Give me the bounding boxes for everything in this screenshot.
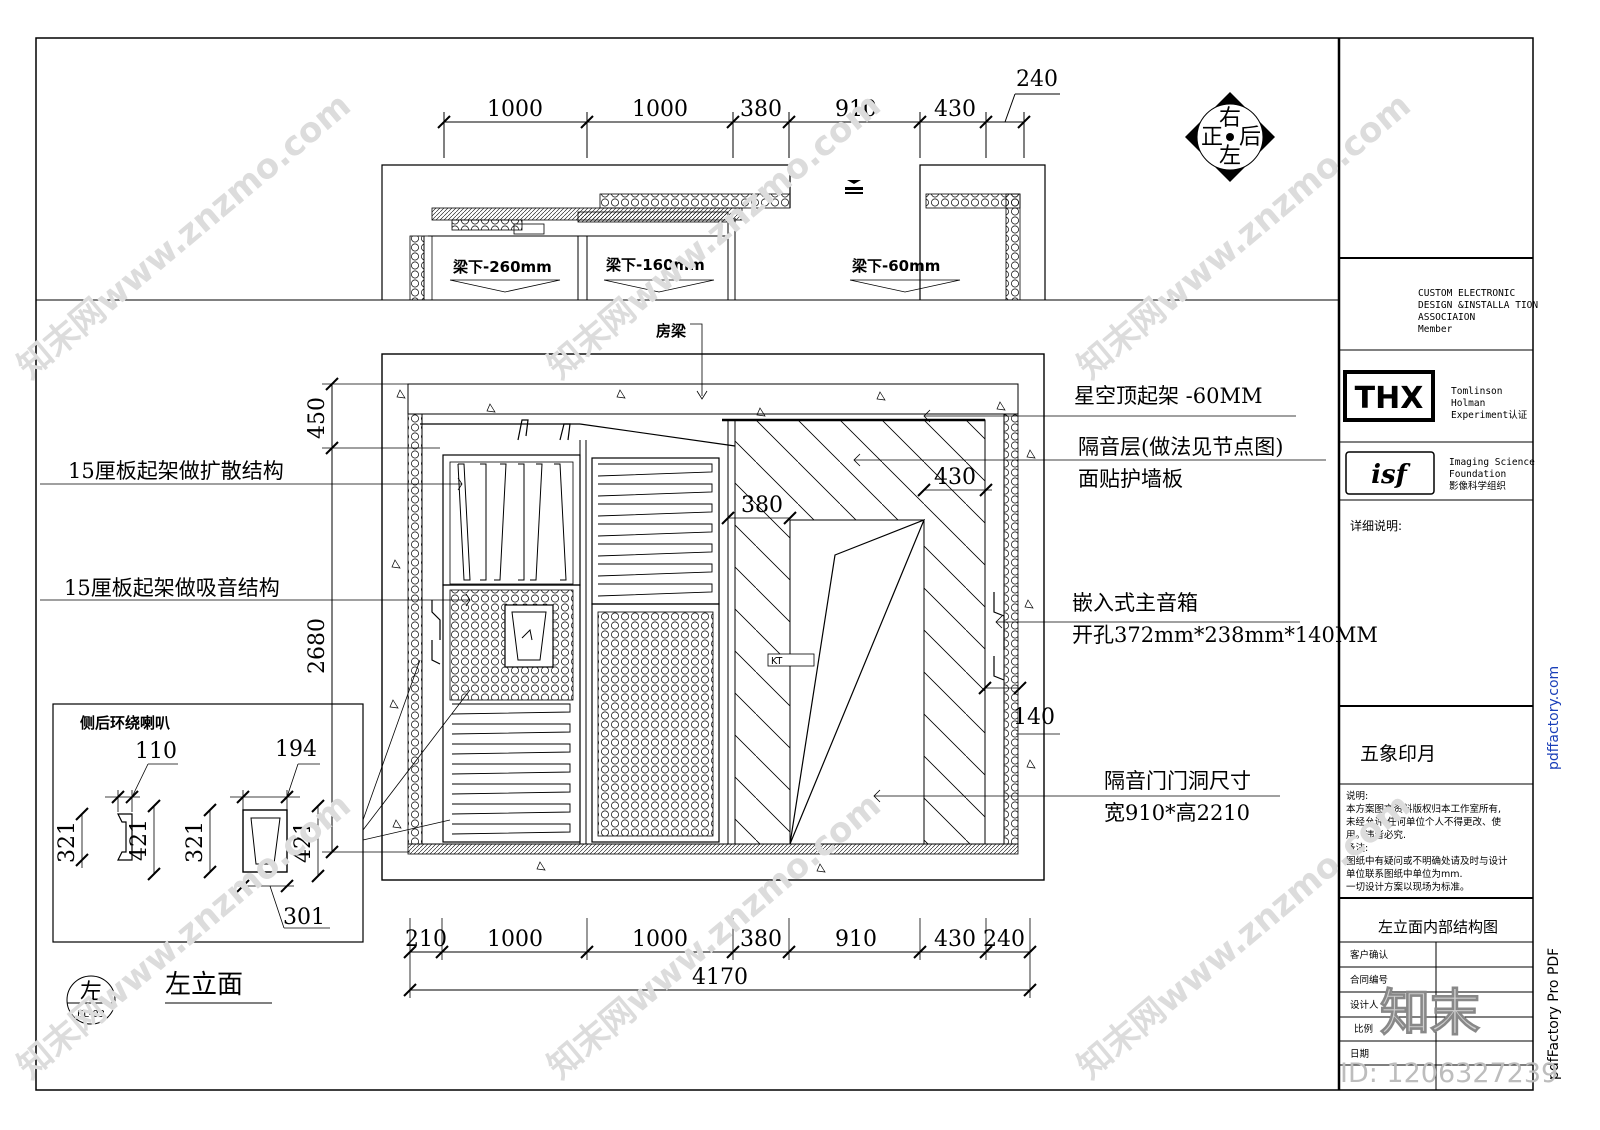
surround-d421a: 421 bbox=[127, 819, 152, 861]
surround-d110: 110 bbox=[135, 739, 177, 764]
note-line-8: 一切设计方案以现场为标准。 bbox=[1346, 881, 1470, 893]
elevation-view: KT 450 2680 380 430 140 房梁 bbox=[40, 322, 1378, 1025]
note-line-3: 未经允许,任何单位个人不得更改、使 bbox=[1346, 816, 1502, 828]
title-block: CUSTOM ELECTRONIC DESIGN &INSTALLA TION … bbox=[1339, 257, 1538, 1090]
callout-speaker-1: 嵌入式主音箱 bbox=[1072, 591, 1198, 615]
note-line-6: 图纸中有疑问或不明确处请及时与设计 bbox=[1346, 855, 1508, 867]
plan-dim-240: 240 bbox=[1016, 67, 1058, 92]
note-line-1: 说明: bbox=[1346, 790, 1368, 802]
dim-450: 450 bbox=[305, 397, 330, 439]
dim-2680: 2680 bbox=[305, 618, 330, 674]
plan-dim-1: 1000 bbox=[487, 97, 543, 122]
callout-insulation-1: 隔音层(做法见节点图) bbox=[1078, 435, 1283, 459]
pdffactory-url: pdffactory.com bbox=[1546, 666, 1562, 770]
drawing-title: 左立面内部结构图 bbox=[1378, 918, 1498, 936]
isf-logo: isf bbox=[1345, 451, 1435, 495]
watermark-6: 知末网www.znzmo.com bbox=[1070, 785, 1419, 1087]
surround-d301: 301 bbox=[283, 905, 325, 930]
callout-door-1: 隔音门门洞尺寸 bbox=[1104, 769, 1251, 793]
dim-140: 140 bbox=[1013, 705, 1055, 730]
beam-label-2: 梁下-160mm bbox=[605, 256, 705, 274]
cedia-line-4: Member bbox=[1418, 324, 1453, 335]
surround-d421b: 421 bbox=[291, 821, 316, 863]
pdffactory-label: pdfFactory Pro PDF bbox=[1546, 948, 1562, 1080]
note-line-5: 备注: bbox=[1346, 842, 1368, 854]
callout-insulation-2: 面贴护墙板 bbox=[1078, 467, 1183, 491]
thx-logo: THX bbox=[1343, 370, 1435, 422]
total-dim: 4170 bbox=[692, 965, 748, 990]
view-tag-top: 左 bbox=[80, 980, 102, 1005]
beam-label-3: 梁下-60mm bbox=[851, 257, 940, 275]
kt-label: KT bbox=[771, 656, 782, 667]
id-text: ID: 1206327239 bbox=[1340, 1058, 1558, 1089]
cedia-line-3: ASSOCIAION bbox=[1418, 312, 1475, 323]
compass-bottom: 左 bbox=[1219, 144, 1241, 169]
bottom-dim-7: 240 bbox=[983, 927, 1025, 952]
callout-absorption: 15厘板起架做吸音结构 bbox=[64, 576, 280, 600]
isf-line-1: Imaging Science bbox=[1449, 457, 1535, 468]
note-line-7: 单位联系图纸中单位为mm. bbox=[1346, 868, 1463, 880]
plan-dim-2: 1000 bbox=[632, 97, 688, 122]
thx-line-1: Tomlinson bbox=[1451, 386, 1502, 397]
view-title: 左立面 bbox=[165, 970, 243, 1000]
beam-label: 房梁 bbox=[656, 322, 687, 340]
brand-logo-icon: 知末 bbox=[1380, 984, 1480, 1042]
callout-speaker-2: 开孔372mm*238mm*140MM bbox=[1072, 623, 1378, 647]
bottom-dim-4: 380 bbox=[740, 927, 782, 952]
plan-dim-5: 430 bbox=[934, 97, 976, 122]
thx-line-2: Holman bbox=[1451, 398, 1485, 409]
row-designer: 设计人 bbox=[1350, 999, 1379, 1011]
beam-label-1: 梁下-260mm bbox=[452, 258, 552, 276]
view-tag-bottom: EL-03 bbox=[77, 1009, 105, 1020]
bottom-dim-6: 430 bbox=[934, 927, 976, 952]
dim-430: 430 bbox=[934, 465, 976, 490]
row-date: 日期 bbox=[1350, 1049, 1369, 1060]
bottom-dim-5: 910 bbox=[835, 927, 877, 952]
row-contract: 合同编号 bbox=[1350, 974, 1388, 986]
row-scale: 比例 bbox=[1354, 1023, 1373, 1035]
isf-line-2: Foundation bbox=[1449, 469, 1506, 480]
isf-line-3: 影像科学组织 bbox=[1449, 480, 1506, 492]
bottom-dim-3: 1000 bbox=[632, 927, 688, 952]
callout-diffusion: 15厘板起架做扩散结构 bbox=[68, 459, 284, 483]
compass-left: 正 bbox=[1201, 125, 1223, 150]
note-line-2: 本方案图文资料版权归本工作室所有, bbox=[1346, 803, 1501, 815]
watermark-1: 知末网www.znzmo.com bbox=[10, 85, 359, 387]
isf-logo-text: isf bbox=[1371, 460, 1411, 490]
surround-d321a: 321 bbox=[55, 821, 80, 863]
surround-title: 侧后环绕喇叭 bbox=[80, 714, 170, 732]
note-line-4: 用。违者必究. bbox=[1346, 829, 1406, 841]
thx-logo-text: THX bbox=[1355, 381, 1424, 416]
thx-line-3: Experiment认证 bbox=[1451, 409, 1528, 421]
cedia-line-1: CUSTOM ELECTRONIC bbox=[1418, 288, 1515, 299]
detail-label: 详细说明: bbox=[1350, 518, 1402, 533]
plan-dim-4: 910 bbox=[835, 97, 877, 122]
callout-door-2: 宽910*高2210 bbox=[1104, 801, 1250, 825]
compass-top: 右 bbox=[1219, 106, 1241, 131]
bottom-dim-2: 1000 bbox=[487, 927, 543, 952]
company-name: 五象印月 bbox=[1360, 743, 1436, 765]
plan-view: 1000 1000 380 910 430 240 梁下-260mm 梁下-16… bbox=[381, 67, 1060, 301]
dim-380: 380 bbox=[741, 493, 783, 518]
bottom-dim-1: 210 bbox=[405, 927, 447, 952]
surround-d321b: 321 bbox=[183, 821, 208, 863]
cedia-line-2: DESIGN &INSTALLA TION bbox=[1418, 300, 1538, 311]
compass-icon: 右 正 后 左 bbox=[1185, 92, 1275, 182]
surround-d194: 194 bbox=[275, 737, 317, 762]
callout-ceiling: 星空顶起架 -60MM bbox=[1074, 384, 1263, 408]
row-client: 客户确认 bbox=[1350, 949, 1389, 961]
drawing-frame bbox=[35, 37, 1534, 1091]
compass-right: 后 bbox=[1239, 125, 1261, 150]
plan-dim-3: 380 bbox=[740, 97, 782, 122]
surround-speaker-detail: 侧后环绕喇叭 110 321 421 194 32 bbox=[52, 659, 471, 943]
